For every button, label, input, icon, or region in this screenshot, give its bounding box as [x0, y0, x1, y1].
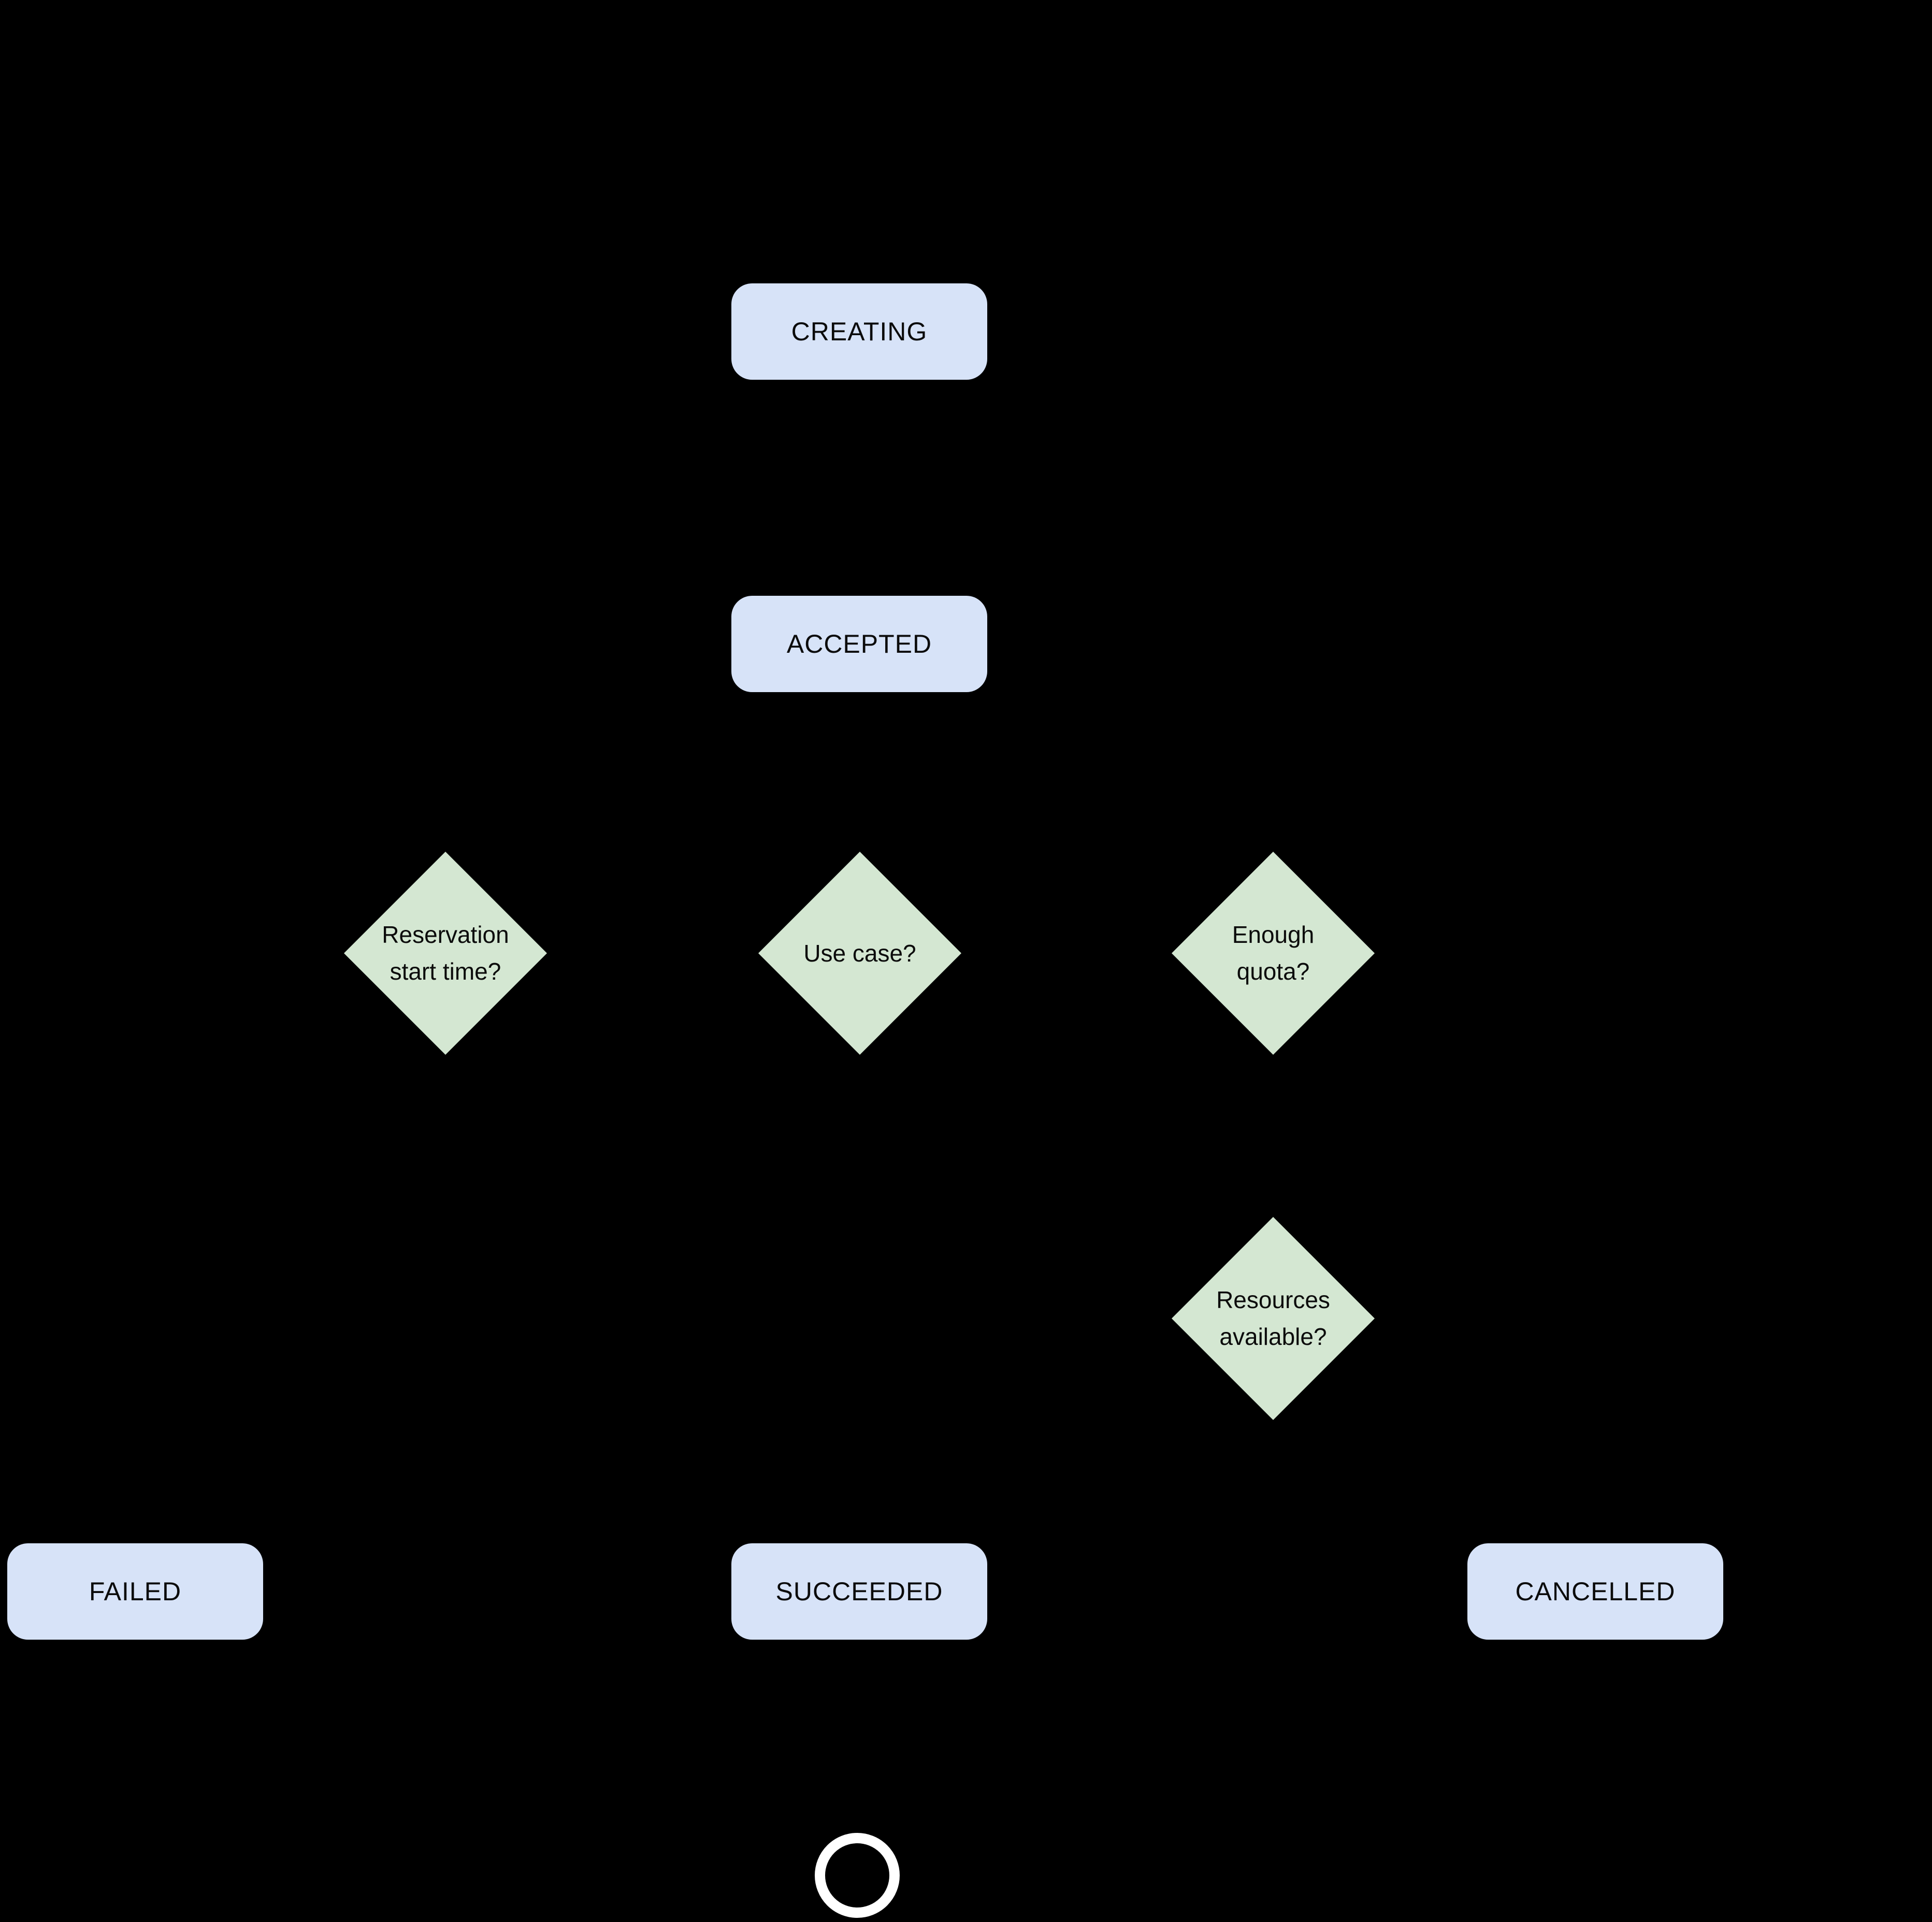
- decision-reservation-start-time-label: Reservation start time?: [382, 921, 509, 985]
- state-succeeded: SUCCEEDED: [731, 1543, 987, 1640]
- state-succeeded-label: SUCCEEDED: [775, 1577, 943, 1606]
- state-cancelled-label: CANCELLED: [1515, 1577, 1676, 1606]
- decision-use-case: Use case?: [758, 852, 961, 1055]
- state-failed: FAILED: [7, 1543, 263, 1640]
- decision-resources-available-label: Resources available?: [1216, 1286, 1330, 1350]
- state-creating-label: CREATING: [791, 317, 928, 346]
- decision-enough-quota: Enough quota?: [1172, 852, 1375, 1055]
- decision-use-case-label: Use case?: [803, 939, 916, 967]
- state-accepted-label: ACCEPTED: [786, 629, 932, 658]
- state-cancelled: CANCELLED: [1467, 1543, 1723, 1640]
- state-failed-label: FAILED: [89, 1577, 182, 1606]
- state-creating: CREATING: [731, 283, 987, 380]
- state-accepted: ACCEPTED: [731, 596, 987, 692]
- decision-reservation-start-time: Reservation start time?: [344, 852, 547, 1055]
- terminal-end-circle-icon: [815, 1833, 900, 1918]
- decision-resources-available: Resources available?: [1172, 1217, 1375, 1420]
- decision-enough-quota-label: Enough quota?: [1232, 921, 1315, 985]
